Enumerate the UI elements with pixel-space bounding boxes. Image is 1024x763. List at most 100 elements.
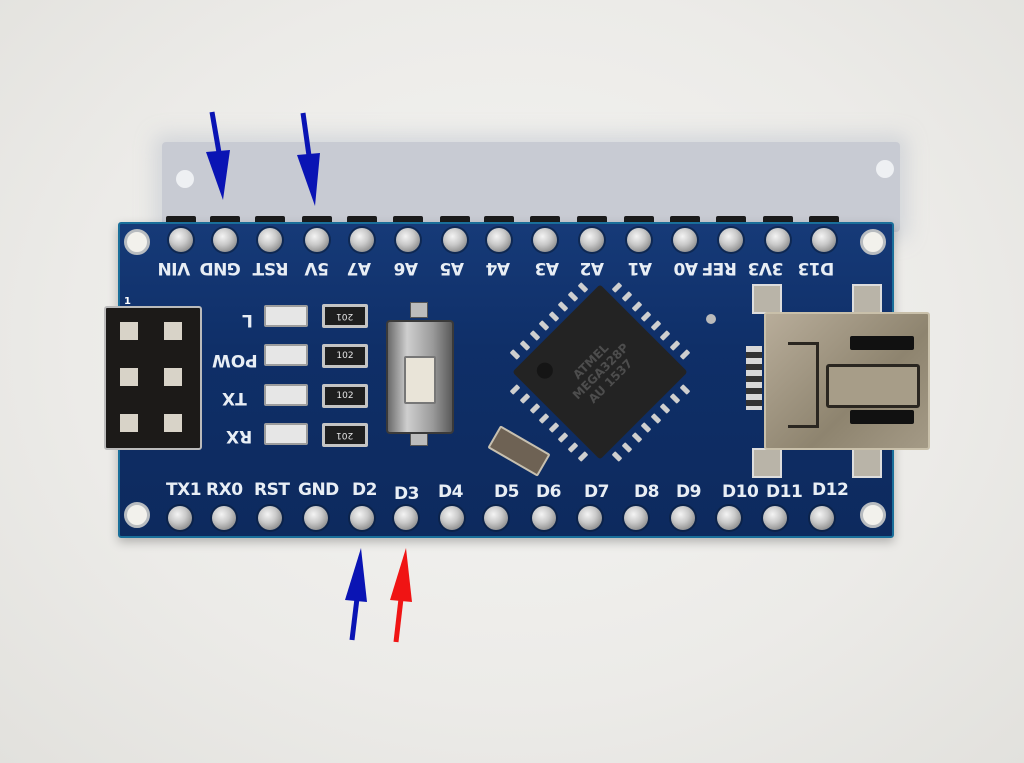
header-pin-top	[812, 228, 836, 252]
icsp-pin	[120, 322, 138, 340]
usb-pad	[752, 284, 782, 314]
usb-slot	[850, 336, 914, 350]
header-pin-top	[258, 228, 282, 252]
icsp-pin	[120, 414, 138, 432]
header-plastic	[393, 216, 423, 224]
header-pin-top	[766, 228, 790, 252]
mount-hole-top-left	[124, 229, 150, 255]
header-pin-bottom	[304, 506, 328, 530]
icsp-pin	[164, 322, 182, 340]
header-pin-top	[627, 228, 651, 252]
header-pin-bottom	[532, 506, 556, 530]
resistor-code: 102	[336, 391, 354, 401]
header-pin-bottom	[440, 506, 464, 530]
reset-button[interactable]	[386, 320, 454, 434]
header-plastic	[166, 216, 196, 224]
pin-label-gnd-bottom: GND	[298, 480, 339, 500]
pin-label-d2: D2	[352, 480, 377, 500]
usb-slot	[850, 410, 914, 424]
header-pin-bottom	[168, 506, 192, 530]
header-pin-bottom	[763, 506, 787, 530]
pin-label-rx0: RX0	[206, 480, 243, 500]
icsp-pin	[120, 368, 138, 386]
mount-hole-top-right	[860, 229, 886, 255]
mount-hole-bottom-left	[124, 502, 150, 528]
header-pin-bottom	[484, 506, 508, 530]
reset-button-cap[interactable]	[404, 356, 436, 404]
via	[706, 314, 716, 324]
header-plastic	[763, 216, 793, 224]
header-pin-bottom	[671, 506, 695, 530]
reset-button-tab-top	[410, 302, 428, 318]
header-pin-top	[169, 228, 193, 252]
header-pin-bottom	[810, 506, 834, 530]
shadow-hole-left	[176, 170, 194, 188]
header-pin-top	[305, 228, 329, 252]
led-pow	[264, 344, 308, 366]
header-pin-top	[443, 228, 467, 252]
bottom-header-labels: TX1 RX0 RST GND D2 D3 D4 D5 D6 D7 D8 D9 …	[166, 480, 866, 504]
pin-label-d11: D11	[766, 482, 803, 502]
pin-label-d9: D9	[676, 482, 701, 502]
resistor-pow: 102	[322, 344, 368, 368]
resistor-tx: 102	[322, 384, 368, 408]
pin-label-d5: D5	[494, 482, 519, 502]
mini-usb-port[interactable]	[764, 312, 930, 450]
icsp-pin	[164, 414, 182, 432]
header-plastic	[302, 216, 332, 224]
header-pin-top	[213, 228, 237, 252]
header-pin-top	[396, 228, 420, 252]
header-plastic	[624, 216, 654, 224]
header-plastic	[716, 216, 746, 224]
header-plastic	[347, 216, 377, 224]
header-plastic	[440, 216, 470, 224]
usb-frame	[788, 342, 819, 428]
resistor-rx: 201	[322, 423, 368, 447]
pin-label-d8: D8	[634, 482, 659, 502]
header-plastic	[809, 216, 839, 224]
header-pin-top	[719, 228, 743, 252]
icsp-pin	[164, 368, 182, 386]
led-tx	[264, 384, 308, 406]
resistor-l: 201	[322, 304, 368, 328]
header-plastic	[530, 216, 560, 224]
pin-label-d10: D10	[722, 482, 759, 502]
header-pin-bottom	[717, 506, 741, 530]
header-plastic	[210, 216, 240, 224]
usb-signal-pins	[746, 346, 762, 410]
header-pin-top	[487, 228, 511, 252]
header-pin-bottom	[624, 506, 648, 530]
header-pin-top	[673, 228, 697, 252]
arrow-down-gnd	[206, 111, 230, 200]
pin-label-tx1: TX1	[166, 480, 202, 500]
header-pin-bottom	[258, 506, 282, 530]
pin-label-d3: D3	[394, 484, 419, 504]
header-plastic	[577, 216, 607, 224]
pin-label-rst-bottom: RST	[254, 480, 290, 500]
icsp-header	[104, 306, 202, 450]
header-pin-bottom	[394, 506, 418, 530]
resistor-code: 102	[336, 351, 354, 361]
pin-label-d12: D12	[812, 480, 849, 500]
pin-label-d7: D7	[584, 482, 609, 502]
header-pin-top	[533, 228, 557, 252]
header-pin-bottom	[350, 506, 374, 530]
header-pin-top	[350, 228, 374, 252]
led-l	[264, 305, 308, 327]
header-plastic	[670, 216, 700, 224]
shadow-hole-right	[876, 160, 894, 178]
header-plastic	[255, 216, 285, 224]
pin-label-d4: D4	[438, 482, 463, 502]
icsp-pin1-marker: 1	[124, 296, 131, 307]
header-plastic	[484, 216, 514, 224]
usb-latch	[826, 364, 920, 408]
header-pin-bottom	[212, 506, 236, 530]
mount-hole-bottom-right	[860, 502, 886, 528]
header-pin-top	[580, 228, 604, 252]
arrow-up-d2	[345, 548, 367, 641]
led-rx	[264, 423, 308, 445]
header-pin-bottom	[578, 506, 602, 530]
arrow-up-d3	[390, 548, 412, 643]
arrow-down-5v	[297, 112, 320, 206]
